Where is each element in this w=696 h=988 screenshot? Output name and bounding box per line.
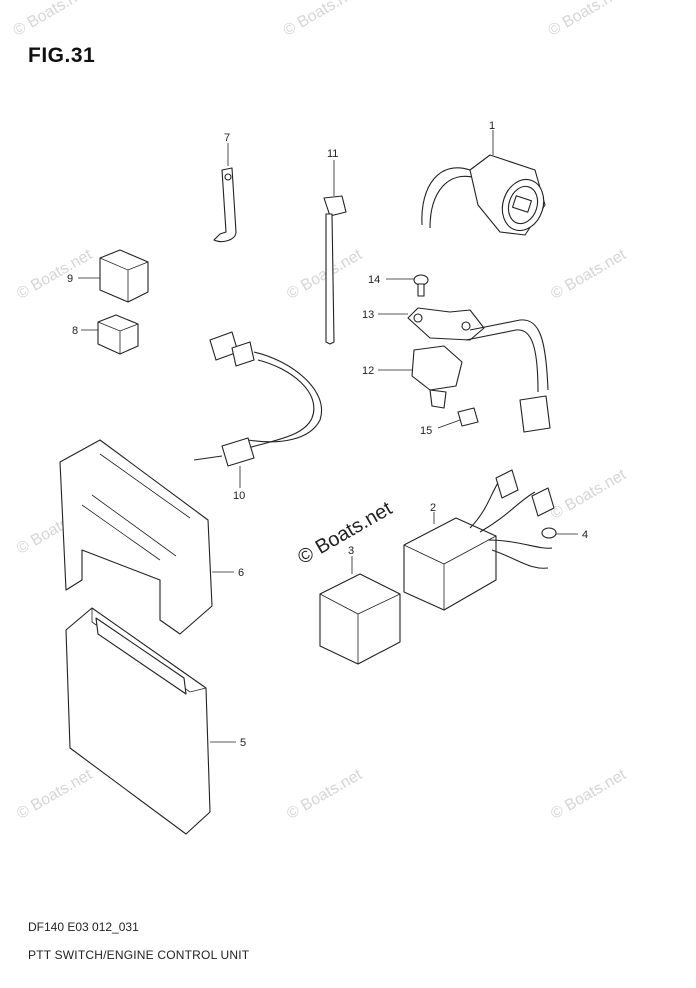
watermark: © Boats.net [284, 246, 366, 303]
callout-10: 10 [233, 490, 245, 502]
callout-6: 6 [238, 567, 244, 579]
callout-15: 15 [420, 425, 432, 437]
figure-code: DF140 E03 012_031 [28, 920, 139, 934]
callout-12: 12 [362, 365, 374, 377]
watermark: © Boats.net [11, 0, 93, 40]
callout-9: 9 [67, 273, 73, 285]
part-8-relay[interactable] [81, 314, 139, 355]
callout-5: 5 [240, 737, 246, 749]
callout-11: 11 [327, 148, 338, 160]
callout-13: 13 [362, 309, 374, 321]
part-11-cable-tie[interactable] [323, 160, 347, 345]
watermark: © Boats.net [281, 0, 363, 40]
callout-8: 8 [72, 325, 78, 337]
part-14-screw[interactable] [386, 274, 429, 297]
part-7-strap[interactable] [213, 143, 237, 243]
callout-2: 2 [430, 502, 436, 514]
part-2-rectifier[interactable] [403, 469, 555, 611]
callout-4: 4 [582, 529, 588, 541]
watermark: © Boats.net [284, 766, 366, 823]
part-1-ptt-switch[interactable] [421, 130, 550, 236]
part-5-ecu[interactable] [65, 607, 236, 835]
watermark: © Boats.net [546, 0, 628, 40]
figure-caption: PTT SWITCH/ENGINE CONTROL UNIT [28, 948, 250, 962]
watermark: © Boats.net [14, 766, 96, 823]
center-watermark: © Boats.net [294, 497, 396, 569]
callout-7: 7 [224, 132, 230, 144]
figure-title: FIG.31 [28, 44, 96, 67]
part-10-harness[interactable] [193, 331, 323, 488]
part-6-ecu-cover[interactable] [59, 439, 234, 635]
callout-14: 14 [368, 274, 380, 286]
watermark: © Boats.net [548, 766, 630, 823]
callout-1: 1 [489, 120, 495, 132]
watermark: © Boats.net [14, 246, 96, 303]
part-12-trim-sender[interactable] [378, 307, 551, 433]
watermark: © Boats.net [548, 466, 630, 523]
part-4-nut[interactable] [541, 527, 578, 539]
watermark: © Boats.net [548, 246, 630, 303]
part-9-relay[interactable] [78, 249, 149, 303]
callout-3: 3 [348, 545, 354, 557]
part-3-relay-box[interactable] [319, 556, 401, 665]
